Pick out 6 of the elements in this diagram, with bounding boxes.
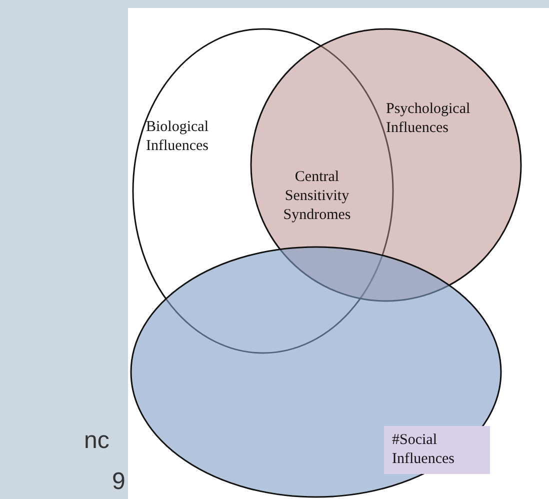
circle-label: Biological Influences bbox=[146, 118, 210, 156]
label-box: #Social Influences bbox=[384, 426, 490, 474]
overlap-label: Central Sensitivity Syndromes bbox=[282, 168, 352, 225]
cut-off-text: nc bbox=[84, 427, 110, 455]
cut-off-text: 9 bbox=[112, 468, 126, 496]
circle-label: Psychological Influences bbox=[386, 100, 472, 138]
